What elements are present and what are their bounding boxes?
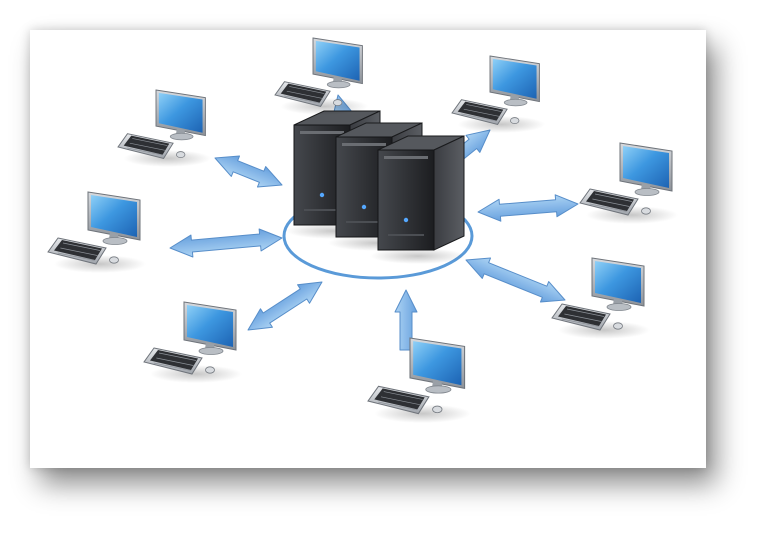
connection-arrow xyxy=(477,194,579,222)
client-computer xyxy=(117,89,212,167)
monitor-screen xyxy=(91,195,137,237)
server-cluster xyxy=(286,110,466,264)
connection-arrow xyxy=(465,257,566,303)
client-computer xyxy=(451,55,546,133)
keyboard-icon xyxy=(579,188,639,216)
connection-arrow xyxy=(214,155,283,188)
keyboard-icon xyxy=(117,133,174,159)
keyboard-icon xyxy=(143,347,203,375)
mouse-icon xyxy=(205,366,215,374)
client-computer xyxy=(274,37,369,115)
mouse-icon xyxy=(432,405,443,414)
keyboard-icon xyxy=(47,237,107,265)
monitor-screen xyxy=(315,40,360,81)
client-computer xyxy=(579,142,678,224)
connection-arrow xyxy=(169,228,283,258)
mouse-icon xyxy=(176,151,186,159)
connection-arrows xyxy=(169,94,579,351)
monitor-screen xyxy=(187,305,233,347)
mouse-icon xyxy=(613,322,623,330)
server-tower-icon xyxy=(370,135,466,264)
keyboard-icon xyxy=(451,99,508,125)
connection-arrow xyxy=(247,281,323,331)
mouse-icon xyxy=(510,117,520,125)
monitor-screen xyxy=(158,92,203,133)
keyboard-icon xyxy=(274,81,331,107)
client-computer xyxy=(551,257,650,339)
keyboard-icon xyxy=(551,303,611,331)
client-computers xyxy=(47,37,678,424)
monitor-screen xyxy=(413,341,462,386)
mouse-icon xyxy=(333,99,343,107)
monitor-screen xyxy=(492,58,537,99)
keyboard-icon xyxy=(367,385,430,415)
client-computer xyxy=(367,337,471,424)
monitor-screen xyxy=(623,146,669,188)
client-computer xyxy=(143,301,242,383)
mouse-icon xyxy=(109,256,119,264)
client-computer xyxy=(47,191,146,273)
monitor-screen xyxy=(595,261,641,303)
mouse-icon xyxy=(641,207,651,215)
